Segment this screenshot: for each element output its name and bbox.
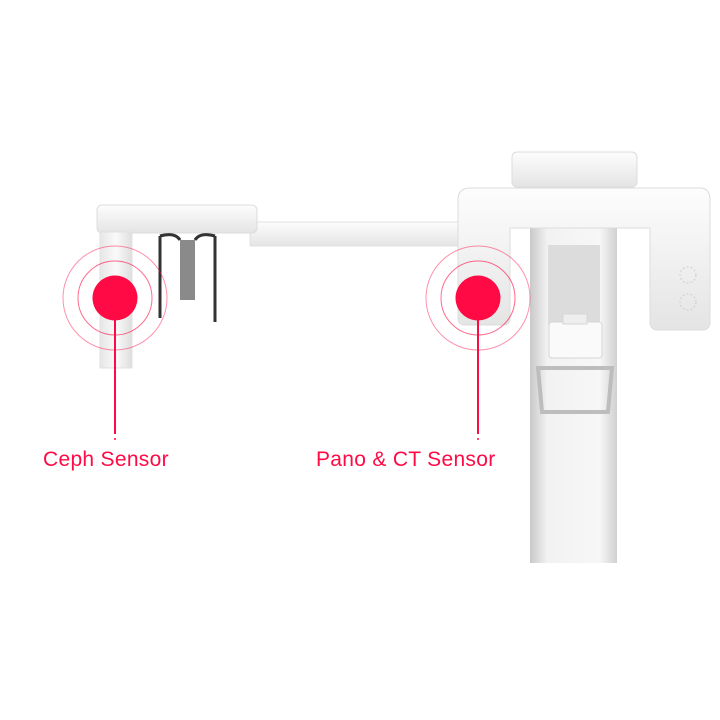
boom-arm <box>249 221 466 247</box>
ceph-sensor-marker <box>62 245 168 440</box>
device-column <box>530 228 617 563</box>
pano-ct-sensor-label: Pano & CT Sensor <box>316 448 496 471</box>
pano-ct-sensor-marker <box>425 245 531 440</box>
chin-rest <box>535 313 615 414</box>
gantry-head <box>457 151 711 331</box>
ceph-sensor-label: Ceph Sensor <box>43 448 169 471</box>
